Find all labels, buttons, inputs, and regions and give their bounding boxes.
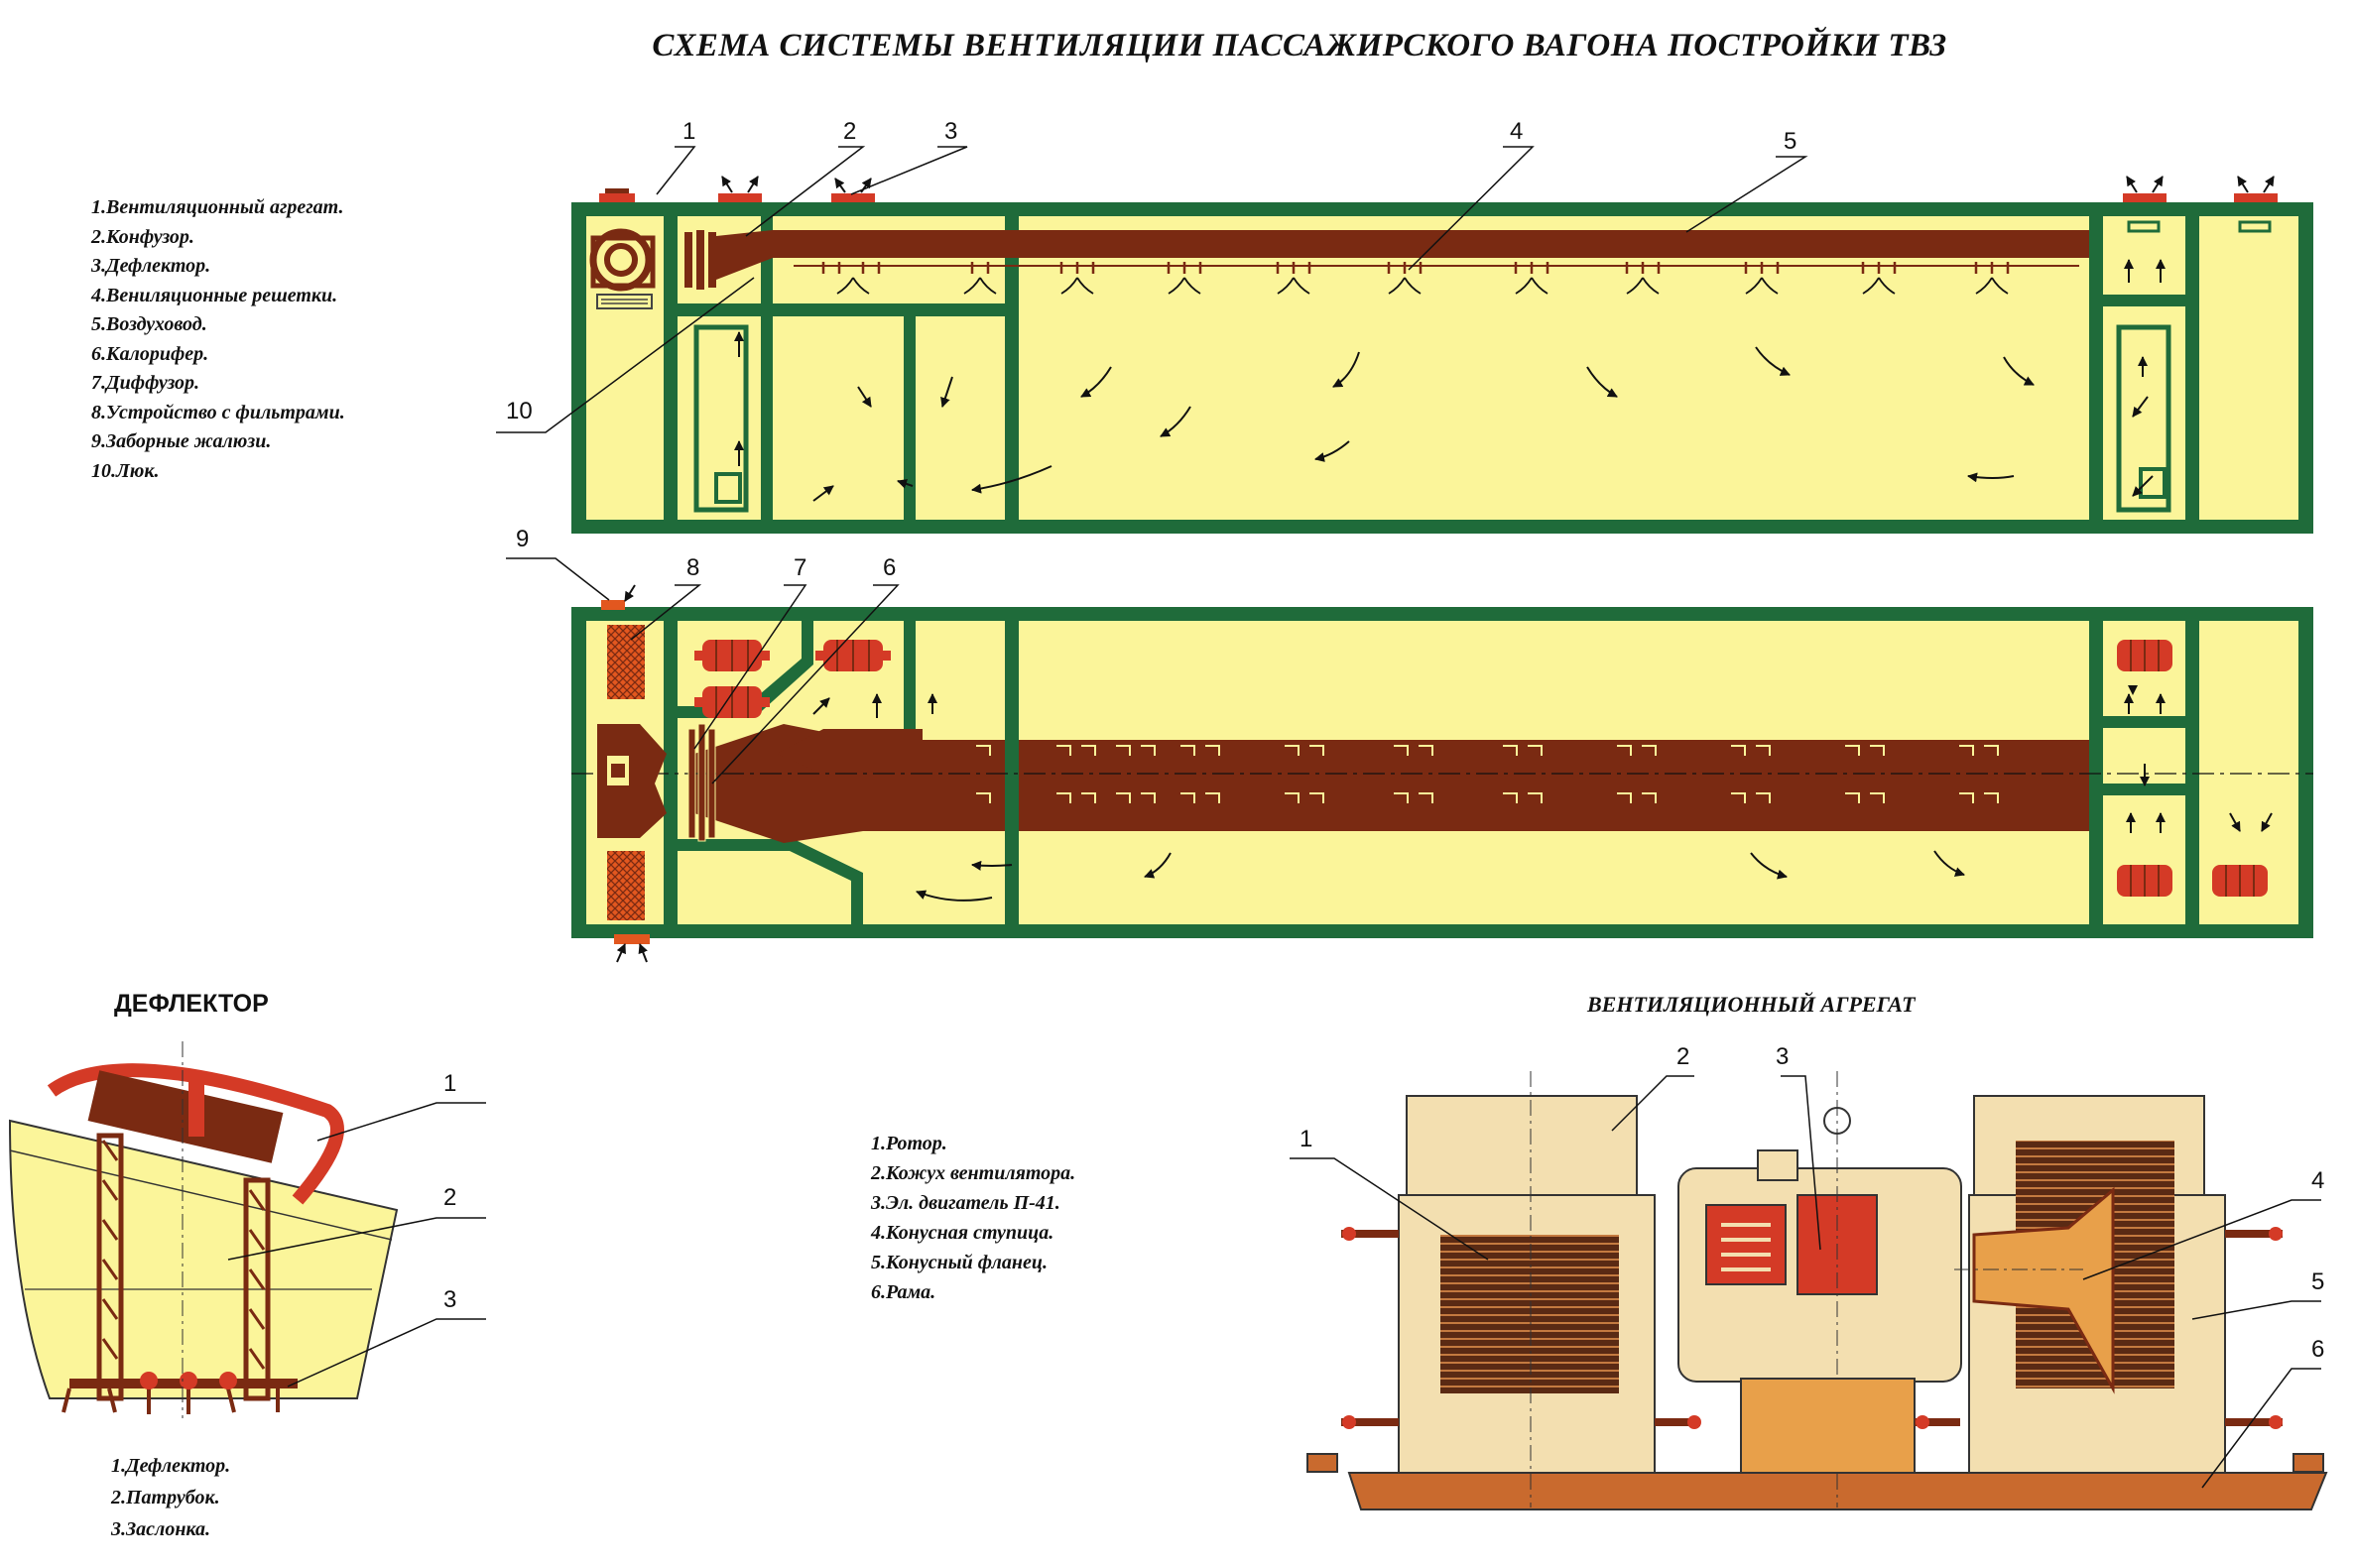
duct-grilles xyxy=(976,745,1999,803)
legend-item: 10.Люк. xyxy=(91,459,160,482)
legend-item: 6.Калорифер. xyxy=(91,342,209,365)
callout-label: 5 xyxy=(2311,1268,2324,1295)
callout-label: 7 xyxy=(794,554,806,581)
deflector-detail xyxy=(8,1041,399,1418)
legend-item: 2.Патрубок. xyxy=(111,1487,220,1508)
callout-label: 10 xyxy=(506,398,533,424)
heater-icon xyxy=(2212,865,2268,897)
callouts-unit xyxy=(1290,1075,2321,1489)
bolt-icon xyxy=(1341,1227,1399,1241)
heater-icon xyxy=(815,640,891,671)
deflector-legend: 1.Дефлектор. 2.Патрубок. 3.Заслонка. xyxy=(111,1450,230,1545)
deflector-icon xyxy=(718,176,762,202)
legend-item: 6.Рама. xyxy=(871,1281,936,1303)
callout-label: 2 xyxy=(843,118,856,145)
bolt-icon xyxy=(1341,1415,1399,1429)
callout-label: 6 xyxy=(2311,1336,2324,1363)
filter-icon xyxy=(607,851,645,920)
unit-heading: ВЕНТИЛЯЦИОННЫЙ АГРЕГАТ xyxy=(1587,992,1916,1017)
callout-label: 4 xyxy=(2311,1167,2324,1194)
filter-icon xyxy=(607,625,645,699)
legend-item: 1.Ротор. xyxy=(871,1133,947,1154)
page-title: СХЕМА СИСТЕМЫ ВЕНТИЛЯЦИИ ПАССАЖИРСКОГО В… xyxy=(652,28,1947,63)
legend-item: 3.Дефлектор. xyxy=(91,255,211,277)
system-legend: 1.Вентиляционный агрегат. 2.Конфузор. 3.… xyxy=(91,193,345,486)
deflector-icon xyxy=(2123,176,2167,202)
callout-label: 1 xyxy=(443,1070,456,1097)
ventilation-grilles xyxy=(821,262,2010,274)
legend-item: 3.Эл. двигатель П-41. xyxy=(871,1192,1060,1214)
callout-label: 8 xyxy=(686,554,699,581)
callout-label: 2 xyxy=(443,1184,456,1211)
callouts-deflector xyxy=(227,1102,486,1387)
callout-label: 3 xyxy=(1776,1043,1789,1070)
legend-item: 8.Устройство с фильтрами. xyxy=(91,401,345,423)
callouts-bottom xyxy=(506,557,900,784)
heater-icon xyxy=(2117,640,2172,671)
ventilation-unit-detail xyxy=(1306,1071,2328,1510)
intake-louver-icon xyxy=(614,934,650,944)
legend-item: 2.Кожух вентилятора. xyxy=(871,1162,1076,1184)
car-plan-section xyxy=(571,607,2313,938)
callout-label: 1 xyxy=(682,118,695,145)
callout-label: 1 xyxy=(1300,1126,1312,1152)
legend-item: 4.Вениляционные решетки. xyxy=(91,284,338,306)
callout-label: 6 xyxy=(883,554,896,581)
callout-label: 5 xyxy=(1784,128,1796,155)
heater-icon xyxy=(694,686,770,718)
legend-item: 1.Дефлектор. xyxy=(111,1455,231,1477)
callout-label: 3 xyxy=(944,118,957,145)
legend-item: 4.Конусная ступица. xyxy=(871,1222,1054,1244)
deflector-icon xyxy=(599,188,635,202)
heaters xyxy=(694,640,2268,897)
deflector-heading: ДЕФЛЕКТОР xyxy=(114,990,269,1018)
bolt-icon xyxy=(2225,1227,2283,1241)
legend-item: 7.Диффузор. xyxy=(91,372,200,394)
callouts-top xyxy=(496,146,1808,433)
legend-item: 3.Заслонка. xyxy=(111,1518,211,1540)
airflow-arrows-plan xyxy=(616,584,2273,963)
filter-devices xyxy=(601,600,650,944)
airflow-fans xyxy=(836,277,2009,295)
callout-label: 9 xyxy=(516,526,529,552)
heater-icon xyxy=(2117,865,2172,897)
legend-item: 2.Конфузор. xyxy=(91,225,194,248)
callout-label: 4 xyxy=(1510,118,1523,145)
bolt-icon xyxy=(1655,1415,1701,1429)
legend-item: 5.Конусный фланец. xyxy=(871,1252,1048,1273)
unit-legend: 1.Ротор. 2.Кожух вентилятора. 3.Эл. двиг… xyxy=(871,1129,1075,1307)
heater-icon xyxy=(694,640,770,671)
bolt-icon xyxy=(1915,1415,1960,1429)
legend-item: 5.Воздуховод. xyxy=(91,313,207,335)
legend-item: 1.Вентиляционный агрегат. xyxy=(91,196,344,218)
roof-deflectors xyxy=(599,176,2278,202)
airflow-arrows xyxy=(734,259,2166,502)
deflector-icon xyxy=(831,178,875,202)
legend-item: 9.Заборные жалюзи. xyxy=(91,430,272,452)
bolt-icon xyxy=(2225,1415,2283,1429)
car-side-section xyxy=(571,202,2313,534)
callout-label: 3 xyxy=(443,1286,456,1313)
deflector-icon xyxy=(2234,176,2278,202)
intake-louver-icon xyxy=(601,600,625,610)
callout-label: 2 xyxy=(1676,1043,1689,1070)
